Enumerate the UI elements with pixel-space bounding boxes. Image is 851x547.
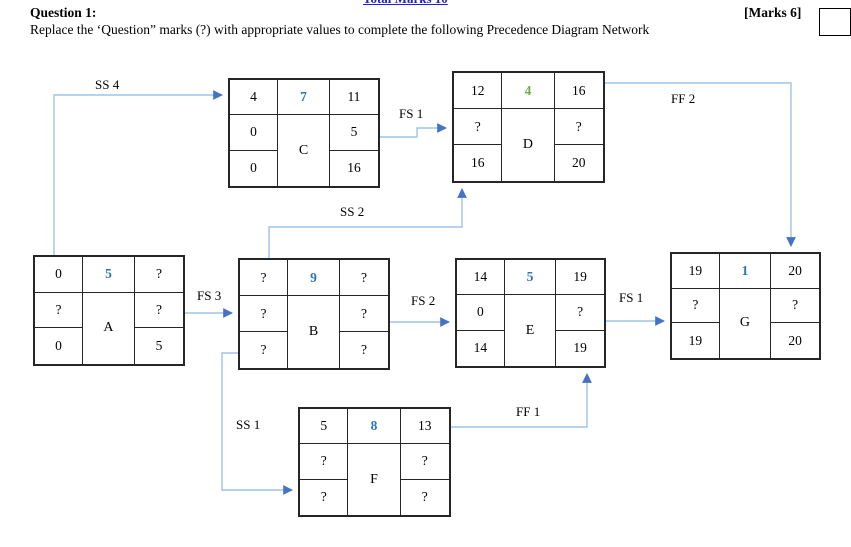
node-G-ef: 20 xyxy=(771,254,819,289)
node-B-bottom-right: ? xyxy=(360,342,367,357)
node-C-bottom-right: 16 xyxy=(347,160,361,176)
node-E-mid-left: 0 xyxy=(457,295,505,331)
link-label-ss2: SS 2 xyxy=(340,204,365,219)
node-F-name: F xyxy=(348,444,401,515)
node-D-mid-left: ? xyxy=(454,109,503,145)
node-C-mid-right: 5 xyxy=(329,115,378,151)
node-G-name: G xyxy=(720,288,772,358)
link-label-ss1: SS 1 xyxy=(236,417,261,432)
node-G-bottom-left: 19 xyxy=(672,323,720,358)
node-F: 5 8 13 ? F ? ? ? xyxy=(298,407,451,517)
node-A-name: A xyxy=(83,292,135,364)
node-F-es: 5 xyxy=(300,409,349,445)
link-label-fs1-eg: FS 1 xyxy=(619,290,644,305)
node-B-mid-left: ? xyxy=(240,296,289,332)
link-ss4-a-c xyxy=(53,90,223,255)
node-G-duration: 1 xyxy=(719,254,772,289)
question-label: Question 1: xyxy=(30,5,97,20)
node-F-duration: 8 xyxy=(348,409,401,445)
node-A-duration: 5 xyxy=(83,257,135,293)
node-F-bottom-right: ? xyxy=(421,489,428,505)
node-C-ef: 11 xyxy=(329,80,378,116)
node-D-ef: 16 xyxy=(554,73,603,109)
node-G-mid-left: ? xyxy=(672,288,720,324)
node-E: 14 5 19 0 E ? 14 19 xyxy=(455,258,606,368)
node-D-name: D xyxy=(502,109,555,181)
node-G: 19 1 20 ? G ? 19 20 xyxy=(670,252,821,360)
node-E-es: 14 xyxy=(457,260,505,296)
node-B-duration: 9 xyxy=(288,260,340,296)
link-label-fs1-cd: FS 1 xyxy=(399,106,424,121)
marks-label: [Marks 6] xyxy=(744,5,802,20)
node-G-mid-right: ? xyxy=(771,289,819,324)
node-D-bottom-left: 16 xyxy=(454,145,503,181)
node-A-mid-left: ? xyxy=(35,292,84,329)
node-G-es: 19 xyxy=(672,254,720,289)
node-B-es: ? xyxy=(240,260,289,296)
node-B-name: B xyxy=(288,296,340,368)
node-A-bottom-right: 5 xyxy=(155,338,163,354)
link-label-ff2: FF 2 xyxy=(671,91,696,106)
node-B-ef: ? xyxy=(339,260,388,296)
link-label-fs3: FS 3 xyxy=(197,288,222,303)
node-D-mid-right: ? xyxy=(554,109,603,145)
node-C-name: C xyxy=(278,115,330,186)
question-text: Replace the ‘Question” marks (?) with ap… xyxy=(30,22,650,37)
node-D-bottom-right: 20 xyxy=(572,155,586,170)
node-B-bottom-left: ? xyxy=(240,332,289,368)
link-ss2-b-d xyxy=(268,188,467,258)
link-ff2-d-g xyxy=(605,82,796,247)
node-C-mid-left: 0 xyxy=(230,115,279,151)
node-A-bottom-left: 0 xyxy=(35,328,84,364)
link-fs1-c-d xyxy=(380,123,447,138)
total-marks-note: Total Marks 10 xyxy=(363,0,448,7)
node-F-ef: 13 xyxy=(400,409,449,445)
node-F-mid-left: ? xyxy=(300,444,349,480)
node-E-bottom-right: 19 xyxy=(573,340,587,356)
node-A-ef: ? xyxy=(134,257,183,293)
marks-entry-box xyxy=(819,8,851,36)
node-E-name: E xyxy=(505,295,557,366)
node-E-ef: 19 xyxy=(556,260,604,296)
node-F-bottom-left: ? xyxy=(300,479,349,515)
node-A-mid-right: ? xyxy=(134,293,183,329)
node-G-bottom-right: 20 xyxy=(788,332,802,348)
node-C-duration: 7 xyxy=(278,80,330,116)
node-F-mid-right: ? xyxy=(400,444,449,480)
link-label-ff1: FF 1 xyxy=(516,404,541,419)
node-D: 12 4 16 ? D ? 16 20 xyxy=(452,71,605,183)
node-A: 0 5 ? ? A ? 0 5 xyxy=(33,255,185,366)
node-C: 4 7 11 0 C 5 0 16 xyxy=(228,78,380,188)
node-B: ? 9 ? ? B ? ? ? xyxy=(238,258,390,370)
node-C-es: 4 xyxy=(230,80,279,116)
node-B-mid-right: ? xyxy=(339,296,388,332)
node-E-duration: 5 xyxy=(504,260,557,296)
node-A-es: 0 xyxy=(35,257,84,293)
link-label-ss4: SS 4 xyxy=(95,77,120,92)
node-C-bottom-left: 0 xyxy=(230,150,279,186)
node-E-mid-right: ? xyxy=(556,295,604,331)
link-label-fs2: FS 2 xyxy=(411,293,436,308)
node-E-bottom-left: 14 xyxy=(457,330,505,366)
node-D-es: 12 xyxy=(454,73,503,109)
node-D-duration: 4 xyxy=(502,73,555,109)
